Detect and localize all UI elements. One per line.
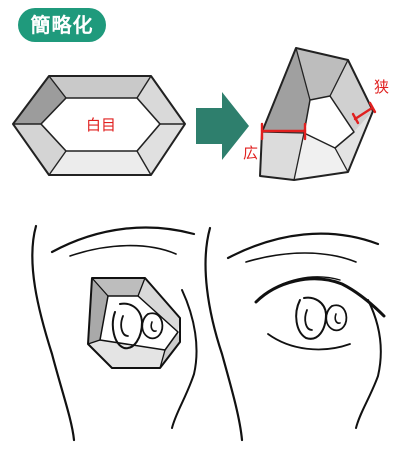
p-facet-lower-right (335, 111, 373, 172)
eye-sketch-with-block (31, 224, 198, 442)
p-sclera-face (304, 96, 354, 148)
narrow-label: 狭 (374, 78, 389, 96)
flat-hex-block: 白目 (12, 75, 186, 176)
upper-eyelid (254, 277, 386, 318)
eye-sketch-final (204, 226, 386, 442)
p-facet-bottom (294, 133, 348, 180)
p-facet-top (296, 48, 348, 100)
eye-block-facet-right (138, 278, 180, 332)
wide-label: 広 (243, 144, 258, 162)
hex-facet-bottom (49, 151, 151, 175)
eye-iris-left (111, 302, 143, 350)
hex-facet-lower-right (137, 124, 185, 175)
p-facet-left (260, 132, 304, 180)
right-arrow-icon (196, 92, 249, 160)
width-measure-marks (260, 101, 377, 141)
perspective-hex-block: 広 狭 (243, 47, 389, 181)
lower-eyelid (267, 333, 351, 351)
section-title-badge: 簡略化 (18, 8, 106, 42)
hex-facet-top (49, 76, 151, 98)
sclera-face (41, 98, 160, 151)
eye-block-facet-lower-right (160, 332, 180, 368)
sclera-label: 白目 (86, 116, 116, 134)
p-facet-upper-left (262, 48, 310, 133)
eye-block-facet-top (92, 278, 145, 296)
hex-facet-upper-right (137, 76, 185, 124)
eye-block-facet-bottom (88, 340, 165, 368)
eye-block-facet-left (88, 278, 108, 344)
hex-facet-upper-left (13, 76, 66, 124)
eye-iris-right (295, 296, 327, 340)
